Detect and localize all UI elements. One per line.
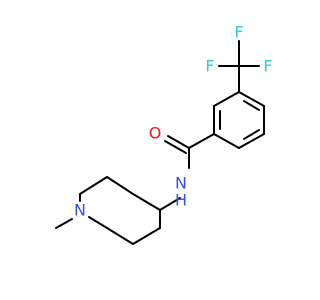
chemical-structure-diagram: F F F O N H N bbox=[55, 23, 273, 245]
bond-n-methyl bbox=[55, 218, 73, 229]
bond-pip-n-c6 bbox=[88, 216, 108, 229]
bond-carbonyl-o-2 bbox=[164, 140, 187, 154]
atom-label-oxygen: O bbox=[149, 124, 162, 143]
bond-pip-c4-c3 bbox=[132, 193, 161, 211]
bond-pip-c3-c2 bbox=[106, 176, 134, 195]
bond-ring-c4-c5 bbox=[213, 133, 240, 149]
bond-pip-c5-c4 bbox=[132, 227, 161, 245]
atom-label-f-right: F bbox=[263, 57, 272, 76]
bond-pip-c2-c1 bbox=[79, 176, 108, 195]
bond-ring-inner-1 bbox=[243, 100, 260, 111]
bond-ring-inner-2 bbox=[243, 129, 260, 140]
bond-ring-c6-c1 bbox=[213, 91, 240, 107]
atom-label-amide-hydrogen: H bbox=[175, 191, 187, 210]
bond-ring-c1-c2 bbox=[238, 91, 265, 107]
atom-label-f-top: F bbox=[234, 23, 243, 42]
bond-carbonyl-o-1 bbox=[167, 135, 190, 149]
atom-label-f-left: F bbox=[205, 57, 214, 76]
bond-pip-c6-c5 bbox=[106, 227, 134, 245]
bond-ring-carbonyl bbox=[188, 133, 215, 149]
atom-label-amide-nitrogen: N bbox=[175, 174, 187, 193]
bond-ring-c3-c4 bbox=[238, 133, 265, 149]
atom-label-piperidine-nitrogen: N bbox=[74, 201, 86, 220]
bond-n-c4 bbox=[159, 197, 181, 211]
